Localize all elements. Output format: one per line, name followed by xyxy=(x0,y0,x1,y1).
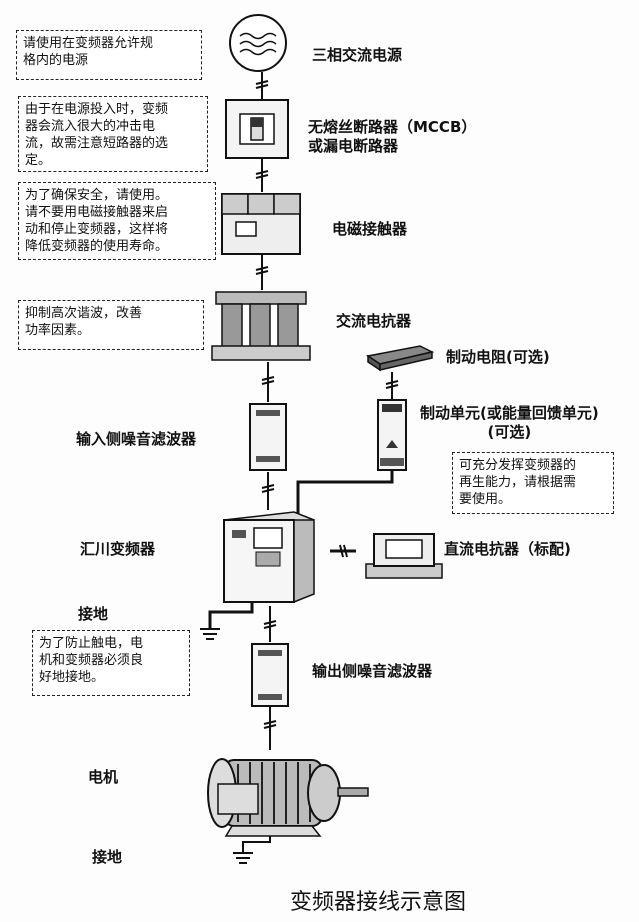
ground-icon xyxy=(233,852,253,864)
input-filter-icon xyxy=(249,403,287,471)
label-mccb: 无熔丝断路器（MCCB） 或漏电断路器 xyxy=(308,118,477,155)
wire-inverter-ground xyxy=(208,600,254,628)
brake-resistor-icon xyxy=(366,345,435,372)
label-ground-2: 接地 xyxy=(92,848,123,866)
wire-tick xyxy=(263,724,277,729)
wire-tick xyxy=(343,544,348,558)
wire-tick xyxy=(385,380,399,385)
dc-reactor-icon xyxy=(365,533,443,579)
wire-tick xyxy=(255,270,269,275)
wire-tick xyxy=(255,170,269,175)
label-ground-1: 接地 xyxy=(78,605,109,623)
wire-tick xyxy=(263,720,277,725)
note-reactor: 抑制高次谐波，改善 功率因素。 xyxy=(18,300,204,350)
wire-tick xyxy=(339,544,344,558)
label-brake-resistor: 制动电阻(可选) xyxy=(446,348,550,366)
wire-tick xyxy=(263,620,277,625)
wire-tick xyxy=(385,384,399,389)
label-inverter: 汇川变频器 xyxy=(80,540,156,558)
wire-tick xyxy=(261,484,275,489)
wire-tick xyxy=(261,380,275,385)
wire-brakeunit-inverter xyxy=(296,470,394,516)
power-source-icon xyxy=(229,14,287,72)
label-output-filter: 输出侧噪音滤波器 xyxy=(312,662,433,680)
wire-tick xyxy=(261,376,275,381)
note-mccb: 由于在电源投入时，变频 器会流入很大的冲击电 流，故需注意短路器的选 定。 xyxy=(18,96,208,172)
wire-tick xyxy=(255,84,269,89)
wire-tick xyxy=(263,624,277,629)
wire-tick xyxy=(261,488,275,493)
label-contactor: 电磁接触器 xyxy=(332,220,408,238)
note-contactor: 为了确保安全，请使用。 请不要用电磁接触器来启 动和停止变频器，这样将 降低变频… xyxy=(18,182,216,260)
wire-tick xyxy=(255,80,269,85)
note-brake: 可充分发挥变频器的 再生能力，请根据需 要使用。 xyxy=(452,452,614,514)
label-power-source: 三相交流电源 xyxy=(312,46,403,64)
label-ac-reactor: 交流电抗器 xyxy=(336,312,412,330)
wire-tick xyxy=(255,266,269,271)
brake-unit-icon xyxy=(377,399,407,471)
label-brake-unit: 制动单元(或能量回馈单元) (可选) xyxy=(420,404,599,441)
output-filter-icon xyxy=(251,643,289,707)
note-power: 请使用在变频器允许规 格内的电源 xyxy=(16,30,202,80)
contactor-icon xyxy=(221,193,301,255)
motor-icon xyxy=(207,758,369,837)
label-motor: 电机 xyxy=(88,768,119,786)
label-dc-reactor: 直流电抗器（标配) xyxy=(444,540,571,558)
note-ground: 为了防止触电，电 机和变频器必须良 好地接地。 xyxy=(32,630,190,696)
ac-reactor-icon xyxy=(211,291,311,361)
label-input-filter: 输入侧噪音滤波器 xyxy=(76,430,197,448)
ground-icon xyxy=(200,628,220,640)
wire-tick xyxy=(255,174,269,179)
inverter-icon xyxy=(223,511,315,604)
diagram-caption: 变频器接线示意图 xyxy=(290,890,467,915)
mccb-icon xyxy=(225,99,289,159)
